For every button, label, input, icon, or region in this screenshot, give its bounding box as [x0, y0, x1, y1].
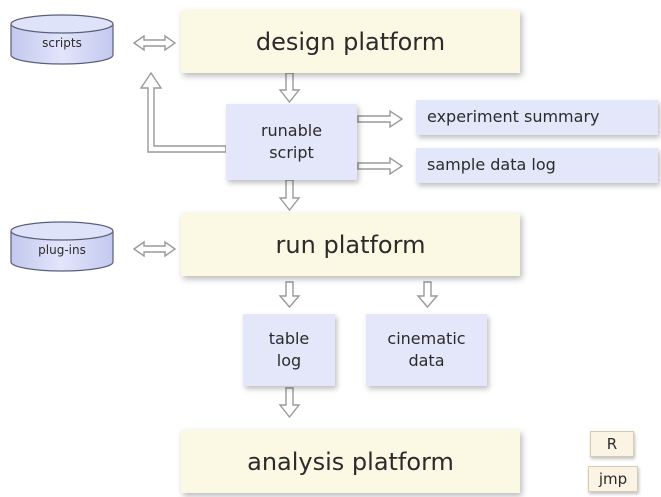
scripts-design-double-arrow	[132, 34, 177, 52]
plug-ins-cylinder	[10, 221, 114, 272]
experiment-summary-node[interactable]: experiment summary	[416, 100, 658, 135]
table-to-analysis-arrow	[278, 387, 301, 419]
to-summary-arrow	[357, 109, 404, 129]
runable-script-node[interactable]: runable script	[226, 104, 357, 180]
r-tool-tag[interactable]: R	[590, 431, 634, 457]
jmp-tool-tag[interactable]: jmp	[588, 466, 638, 492]
run-platform-node[interactable]: run platform	[181, 213, 520, 276]
plug-ins-label: plug-ins	[38, 243, 86, 257]
sample-data-log-node[interactable]: sample data log	[416, 148, 658, 183]
feedback-elbow-arrow	[139, 71, 227, 153]
to-sample-log-arrow	[357, 156, 404, 176]
plugins-run-double-arrow	[132, 240, 177, 258]
design-to-script-arrow	[278, 72, 301, 104]
script-to-run-arrow	[278, 179, 301, 212]
cinematic-data-node[interactable]: cinematic data	[366, 314, 487, 386]
run-to-table-arrow	[278, 281, 301, 309]
scripts-label: scripts	[42, 36, 82, 50]
design-platform-node[interactable]: design platform	[181, 10, 520, 73]
table-log-node[interactable]: table log	[243, 314, 335, 386]
run-to-cinematic-arrow	[416, 281, 439, 309]
scripts-cylinder	[10, 14, 114, 65]
analysis-platform-node[interactable]: analysis platform	[181, 430, 520, 493]
